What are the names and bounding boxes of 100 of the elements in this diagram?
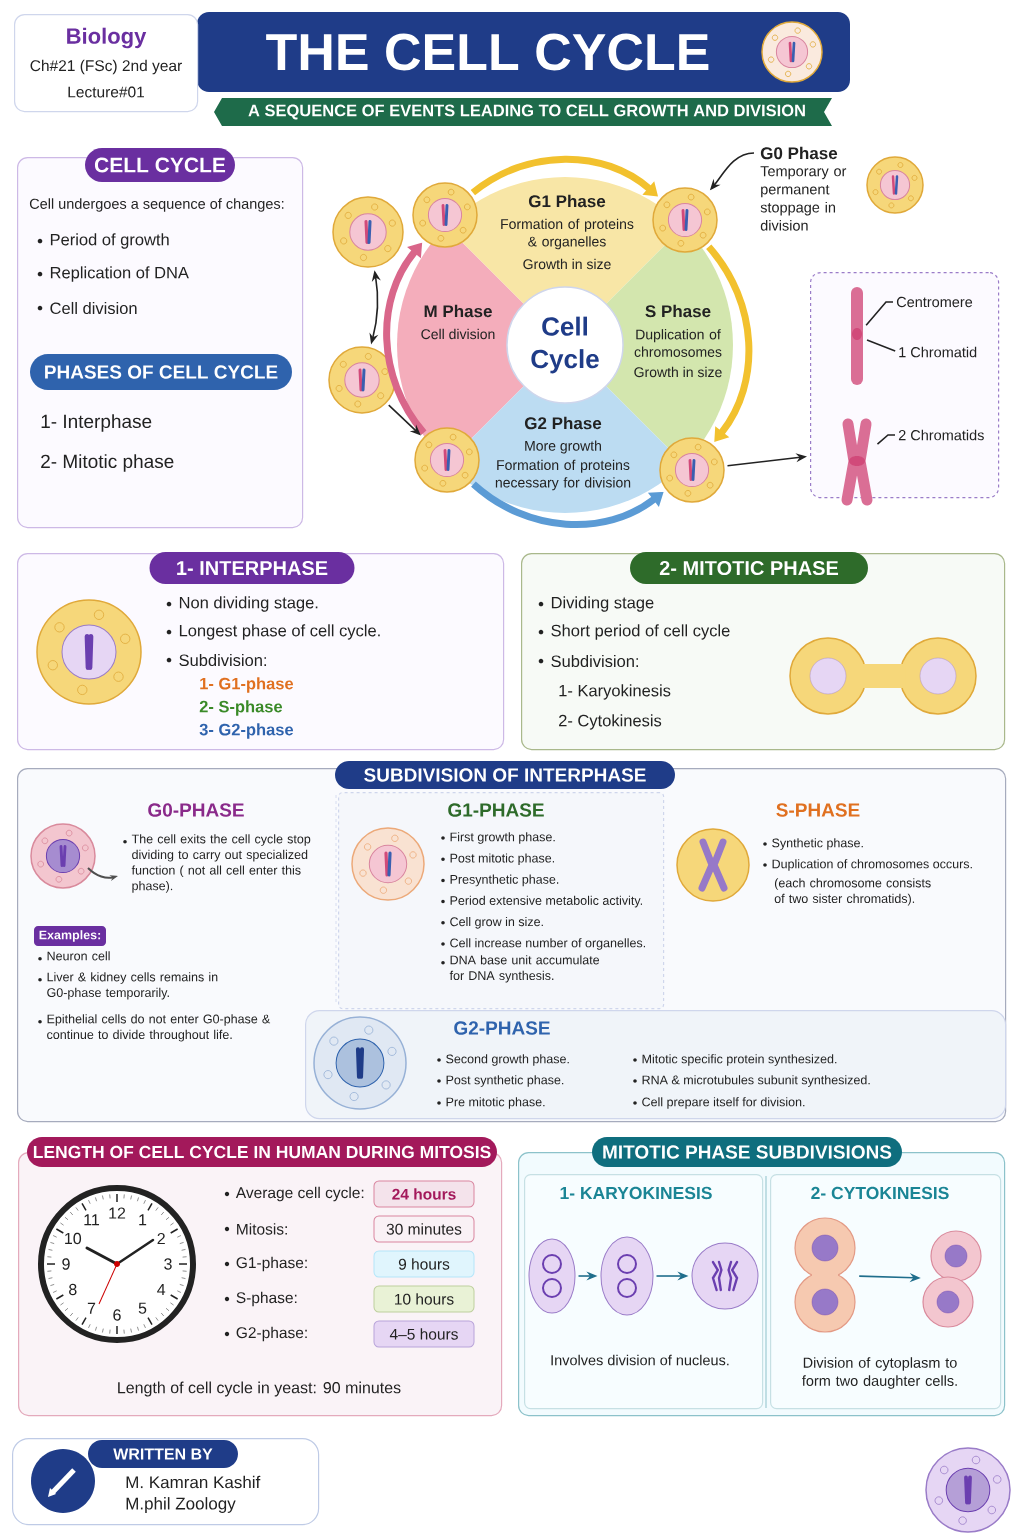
bullet-item: Epithelial cells do not enter G0-phase & continue to divide throughout life. <box>38 1014 271 1042</box>
subtitle-ribbon: A SEQUENCE OF EVENTS LEADING TO CELL GROWTH AND DIVISION <box>214 98 832 126</box>
cell-drawing <box>332 196 404 268</box>
text-line: Formation of proteins necessary for division <box>495 459 631 491</box>
clock-number: 12 <box>109 1207 126 1219</box>
bullet-item: Average cell cycle: <box>224 1186 364 1202</box>
cell-drawing <box>652 187 718 253</box>
text-line: M. Kamran Kashif <box>126 1475 261 1489</box>
text-line: 2 Chromatids <box>898 429 984 441</box>
text-line: 1 Chromatid <box>899 346 977 358</box>
phase-heading: G0 Phase <box>760 146 838 160</box>
header-box <box>14 14 199 113</box>
text-line: M Phase <box>424 304 492 318</box>
heading-banner: SUBDIVISION OF INTERPHASE <box>335 761 675 789</box>
text-line: M.phil Zoology <box>126 1497 236 1513</box>
heading-banner: MITOTIC PHASE SUBDIVISIONS <box>592 1137 902 1167</box>
examples-badge: Examples: <box>34 926 106 946</box>
text-line: Biology <box>67 27 147 49</box>
bullet-item: Period extensive metabolic activity. <box>441 895 642 908</box>
bullet-item: DNA base unit accumulate for DNA synthesis. <box>441 955 600 983</box>
text-line: Lecture#01 <box>68 86 144 98</box>
text-line: Cell division <box>421 328 495 340</box>
leader-line <box>866 339 896 352</box>
text-line: Ch#21 (FSc) 2nd year <box>30 59 182 75</box>
section-heading: 2- CYTOKINESIS <box>811 1186 949 1200</box>
clock-number: 7 <box>87 1302 96 1314</box>
heading-banner: PHASES OF CELL CYCLE <box>30 354 292 390</box>
text-line: 1- Interphase <box>41 414 152 432</box>
title-banner: THE CELL CYCLE <box>197 12 850 92</box>
bullet-item: Cell increase number of organelles. <box>441 938 645 950</box>
clock-number: 1 <box>139 1214 147 1226</box>
heading-banner: 2- MITOTIC PHASE <box>630 552 868 584</box>
bullet-item: Presynthetic phase. <box>441 874 559 887</box>
cell-drawing <box>794 1217 856 1333</box>
text-line: Cell undergoes a sequence of changes: <box>29 198 284 212</box>
phase-card <box>305 1010 1007 1120</box>
text-line: Involves division of nucleus. <box>551 1354 729 1366</box>
text-line: Formation of proteins & organelles <box>501 218 634 250</box>
cell-drawing <box>659 437 725 503</box>
text-line: 2- Cytokinesis <box>559 714 662 730</box>
text-line: Growth in size <box>634 366 722 378</box>
bullet-item: Cell grow in size. <box>441 917 543 929</box>
text-line: Temporary or permanent stoppage in division <box>760 166 847 231</box>
info-panel <box>17 552 505 751</box>
bullet-item: RNA & microtubules subunit synthesized. <box>633 1075 870 1087</box>
bullet-item: Pre mitotic phase. <box>437 1097 545 1109</box>
bullet-item: Mitosis: <box>224 1223 287 1235</box>
bullet-item: Neuron cell <box>38 951 110 961</box>
section-heading: 1- KARYOKINESIS <box>560 1186 712 1200</box>
bullet-item: Post synthetic phase. <box>437 1075 564 1087</box>
bullet-item: The cell exits the cell cycle stop dividing to carry out specialized function ( not all cell enter this phase). <box>123 834 311 893</box>
text-line: Length of cell cycle in yeast: 90 minutes <box>118 1381 401 1397</box>
cell-drawing <box>414 427 480 493</box>
bullet-item: G1-phase: <box>224 1256 307 1272</box>
text-line: 2- S-phase <box>199 700 283 716</box>
cell-drawing <box>691 1242 759 1310</box>
text-line: 1- Karyokinesis <box>559 684 671 700</box>
section-heading: G2-PHASE <box>454 1021 550 1035</box>
chromosome-drawing <box>851 287 863 385</box>
bullet-item: S-phase: <box>224 1291 297 1307</box>
clock-number: 8 <box>69 1283 77 1296</box>
chromosome-panel <box>810 272 1000 499</box>
duration-pill: 10 hours <box>373 1285 475 1313</box>
clock-number: 3 <box>164 1258 172 1270</box>
duration-pill: 4–5 hours <box>373 1320 475 1348</box>
cell-drawing <box>922 1230 982 1328</box>
text-line: Duplication of chromosomes <box>634 329 722 357</box>
text-line: Division of cytoplasm to form two daughter cells. <box>802 1357 957 1389</box>
bullet-item: Duplication of chromosomes occurs. <box>763 859 972 871</box>
heading-banner: CELL CYCLE <box>85 148 235 182</box>
clock-number: 9 <box>62 1258 70 1270</box>
cycle-arrow <box>470 155 658 197</box>
section-heading: S-PHASE <box>776 803 860 817</box>
bullet-item: Mitotic specific protein synthesized. <box>633 1054 837 1066</box>
text-line: 3- G2-phase <box>199 723 294 739</box>
phase-column <box>338 792 665 1010</box>
text-line: G2 Phase <box>524 416 602 430</box>
bullet-item: Short period of cell cycle <box>538 624 730 640</box>
section-heading: G0-PHASE <box>148 803 244 817</box>
cell-drawing <box>600 1236 654 1316</box>
bullet-item: Post mitotic phase. <box>441 853 554 866</box>
text-line: Centromere <box>896 296 973 308</box>
clock-number: 5 <box>138 1302 147 1314</box>
clock-number: 6 <box>113 1309 121 1321</box>
duration-pill: 9 hours <box>373 1250 475 1278</box>
bullet-item: Dividing stage <box>538 596 654 612</box>
clock-number: 10 <box>65 1232 82 1245</box>
cell-drawing <box>528 1238 576 1314</box>
text-line: More growth <box>525 440 601 454</box>
bullet-item: Period of growth <box>37 233 169 249</box>
text-line: 1- G1-phase <box>200 677 294 693</box>
cycle-arrow <box>706 244 753 442</box>
duration-pill: 30 minutes <box>373 1215 475 1243</box>
heading-banner: WRITTEN BY <box>88 1440 238 1468</box>
duration-pill: 24 hours <box>373 1180 475 1208</box>
bullet-item: Subdivision: <box>538 654 638 668</box>
heading-banner: 1- INTERPHASE <box>149 552 355 584</box>
text-line: G1 Phase <box>528 194 606 208</box>
bullet-item: Subdivision: <box>166 653 266 667</box>
bullet-item: Longest phase of cell cycle. <box>166 624 380 640</box>
